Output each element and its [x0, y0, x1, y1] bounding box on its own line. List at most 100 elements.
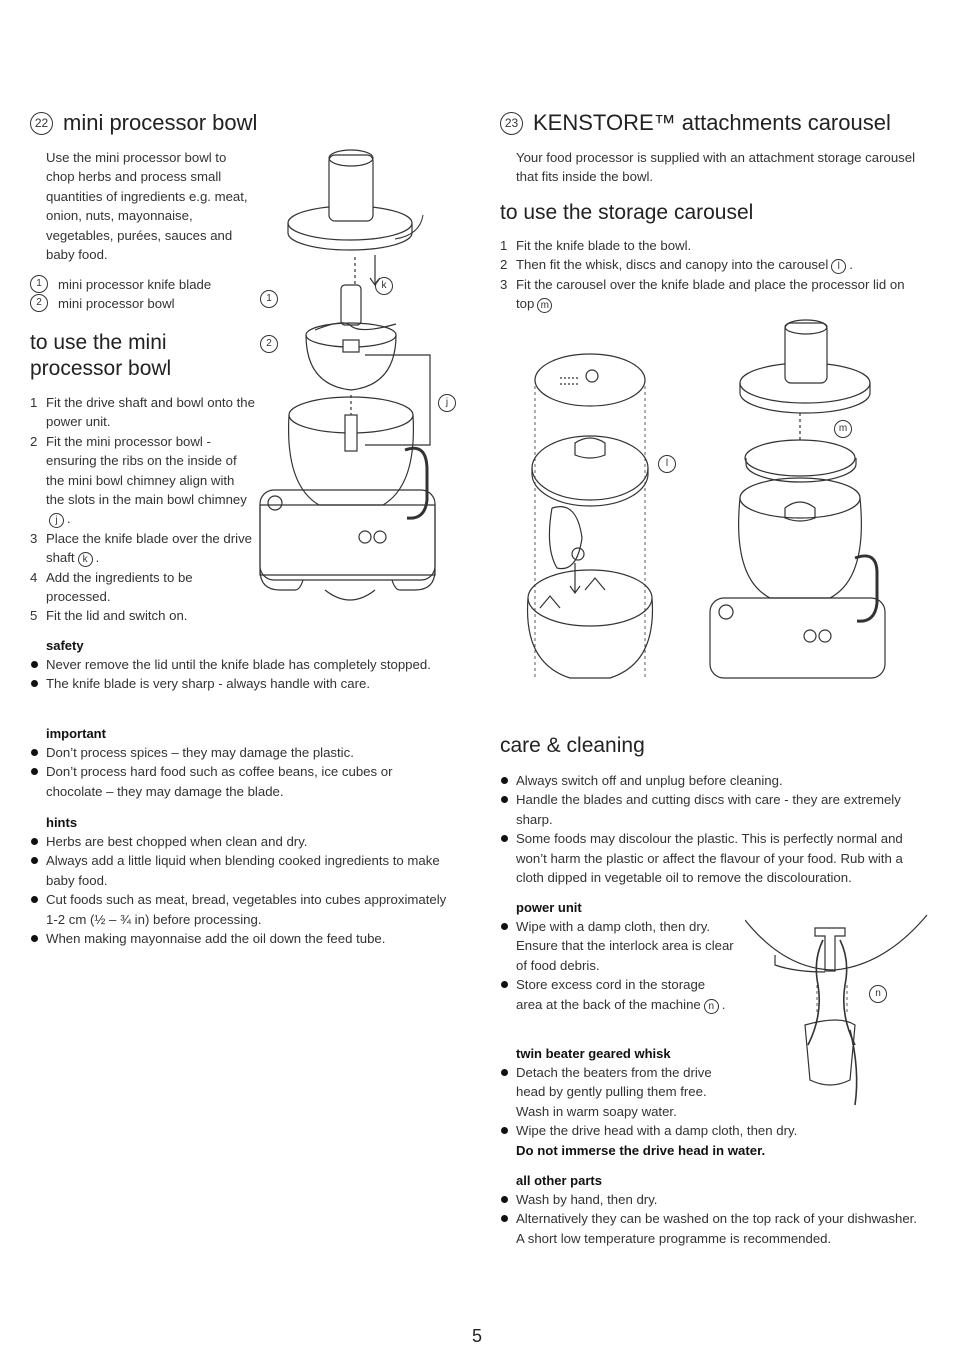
step-item: 2 Then fit the whisk, discs and canopy in… — [500, 255, 925, 275]
list-item: Wash by hand, then dry. — [500, 1190, 920, 1209]
other-parts-list: Wash by hand, then dry. Alternatively th… — [500, 1190, 920, 1248]
carousel-illustration: l m — [520, 318, 900, 698]
step-text: Fit the knife blade to the bowl. — [516, 238, 692, 253]
subtitle-line: to use the mini — [30, 331, 167, 354]
list-item: Always switch off and unplug before clea… — [500, 771, 928, 790]
hints-heading: hints — [46, 815, 78, 830]
section-title-text: KENSTORE™ attachments carousel — [533, 110, 891, 135]
step-item: 4 Add the ingredients to be processed. — [30, 568, 256, 607]
list-item: Don’t process hard food such as coffee b… — [30, 762, 450, 801]
carousel-intro: Your food processor is supplied with an … — [516, 150, 916, 185]
step-item: 1 Fit the drive shaft and bowl onto the p… — [30, 393, 256, 432]
list-item: Wipe the drive head with a damp cloth, t… — [500, 1121, 920, 1160]
step-text: Fit the drive shaft and bowl onto the po… — [46, 395, 255, 430]
carousel-subtitle: to use the storage carousel — [500, 201, 754, 224]
warning-text: Do not immerse the drive head in water. — [516, 1142, 766, 1158]
ref-badge: l — [831, 259, 847, 275]
section-title-text: mini processor bowl — [63, 110, 258, 135]
step-item: 2 Fit the mini processor bowl - ensuring … — [30, 433, 247, 529]
parts-list: 1 mini processor knife blade 2 mini proces… — [30, 275, 260, 314]
step-number: 3 — [30, 530, 38, 546]
step-item: 5 Fit the lid and switch on. — [30, 606, 256, 625]
list-item: Herbs are best chopped when clean and dr… — [30, 832, 450, 851]
step-text: Fit the mini processor bowl - ensuring t… — [46, 433, 247, 508]
important-list: Don’t process spices – they may damage t… — [30, 743, 450, 801]
figure-label-k: k — [375, 277, 393, 295]
mini-bowl-intro: Use the mini processor bowl to chop herb… — [46, 150, 248, 263]
figure-label-n: n — [869, 985, 887, 1003]
section-number-badge: 22 — [30, 112, 53, 135]
whisk-section: twin beater geared whisk Detach the beat… — [500, 1044, 920, 1160]
list-item: Detach the beaters from the drive head b… — [500, 1063, 736, 1121]
list-item: Some foods may discolour the plastic. Th… — [500, 829, 928, 887]
other-parts-section: all other parts Wash by hand, then dry. … — [500, 1171, 920, 1248]
list-item: Handle the blades and cutting discs with… — [500, 790, 928, 829]
step-number: 2 — [30, 433, 38, 449]
step-item: 3 Fit the carousel over the knife blade a… — [500, 275, 925, 314]
hints-section: hints Herbs are best chopped when clean … — [30, 813, 450, 948]
step-item: 3 Place the knife blade over the drive sh… — [30, 530, 252, 568]
list-item: Wipe with a damp cloth, then dry. Ensure… — [500, 917, 735, 975]
whisk-heading: twin beater geared whisk — [516, 1046, 671, 1061]
section-23-title: 23 KENSTORE™ attachments carousel — [500, 110, 891, 136]
step-text: Then fit the whisk, discs and canopy int… — [516, 257, 829, 273]
list-item: Always add a little liquid when blending… — [30, 851, 450, 890]
list-item: Cut foods such as meat, bread, vegetable… — [30, 890, 450, 929]
step-text: Place the knife blade over the drive sha… — [46, 530, 252, 566]
whisk-list: Detach the beaters from the drive head b… — [500, 1063, 920, 1160]
care-title: care & cleaning — [500, 734, 645, 757]
step-number: 5 — [30, 608, 38, 624]
figure-label-m: m — [834, 420, 852, 438]
part-key-badge: 2 — [30, 294, 48, 313]
important-heading: important — [46, 726, 106, 741]
ref-badge: m — [537, 298, 553, 314]
ref-badge: n — [703, 998, 719, 1014]
list-item-text: Store excess cord in the storage area at… — [516, 977, 706, 1012]
cord-storage-illustration: n — [745, 910, 930, 1115]
part-key-badge: 1 — [30, 275, 48, 293]
step-number: 4 — [30, 569, 38, 585]
power-unit-heading: power unit — [516, 900, 582, 915]
ref-badge: k — [77, 552, 93, 568]
mini-bowl-steps: 1 Fit the drive shaft and bowl onto the p… — [30, 393, 256, 626]
part-item: 2 mini processor bowl — [30, 294, 260, 313]
step-text: Add the ingredients to be processed. — [46, 569, 193, 605]
care-list: Always switch off and unplug before clea… — [500, 771, 928, 887]
section-22-title: 22 mini processor bowl — [30, 110, 257, 136]
figure-label-l: l — [658, 455, 676, 473]
step-number: 1 — [500, 238, 508, 253]
part-label: mini processor bowl — [58, 296, 175, 312]
safety-heading: safety — [46, 638, 84, 653]
power-unit-list: Wipe with a damp cloth, then dry. Ensure… — [500, 917, 735, 1014]
list-item: Store excess cord in the storage area at… — [500, 975, 735, 1014]
part-item: 1 mini processor knife blade — [30, 275, 260, 294]
figure-label-j: j — [438, 394, 456, 412]
figure-label-2: 2 — [260, 335, 278, 353]
mini-bowl-subtitle: to use the mini processor bowl — [30, 330, 171, 382]
list-item-text: Wipe the drive head with a damp cloth, t… — [516, 1123, 798, 1139]
step-number: 2 — [500, 257, 508, 273]
list-item: When making mayonnaise add the oil down … — [30, 929, 450, 948]
other-parts-heading: all other parts — [516, 1173, 602, 1188]
safety-section: safety Never remove the lid until the kn… — [30, 636, 450, 694]
figure-label-1: 1 — [260, 290, 278, 308]
hints-list: Herbs are best chopped when clean and dr… — [30, 832, 450, 948]
subtitle-line: processor bowl — [30, 357, 172, 380]
section-number-badge: 23 — [500, 112, 523, 135]
list-item: Never remove the lid until the knife bla… — [30, 655, 450, 674]
step-text: Fit the lid and switch on. — [46, 608, 188, 624]
food-processor-illustration: 1 2 k j — [255, 145, 465, 625]
step-number: 3 — [500, 276, 508, 292]
carousel-steps: 1 Fit the knife blade to the bowl. 2 Then … — [500, 236, 925, 314]
safety-list: Never remove the lid until the knife bla… — [30, 655, 450, 694]
step-number: 1 — [30, 395, 38, 410]
part-label: mini processor knife blade — [58, 277, 212, 292]
list-item: Alternatively they can be washed on the … — [500, 1209, 920, 1248]
step-item: 1 Fit the knife blade to the bowl. — [500, 236, 925, 255]
list-item: Don’t process spices – they may damage t… — [30, 743, 450, 762]
list-item: The knife blade is very sharp - always h… — [30, 674, 450, 693]
ref-badge: j — [49, 513, 64, 529]
important-section: important Don’t process spices – they ma… — [30, 724, 450, 801]
step-text: Fit the carousel over the knife blade an… — [516, 276, 905, 312]
power-unit-section: power unit Wipe with a damp cloth, then … — [500, 898, 735, 1014]
